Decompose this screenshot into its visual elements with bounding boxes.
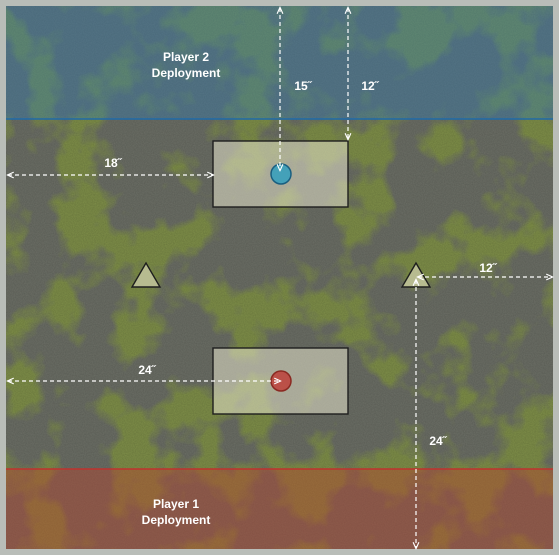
player2-zone-label-line2: Deployment (152, 66, 221, 80)
player1-deployment-zone: Player 1 Deployment (6, 468, 553, 549)
measure-label-top-center: 15˝ (294, 79, 312, 93)
measure-label-left-lower: 24˝ (138, 363, 156, 377)
player1-zone-label-line2: Deployment (142, 513, 211, 527)
measure-label-right-edge: 12˝ (479, 261, 497, 275)
measure-label-left-upper: 18˝ (104, 156, 122, 170)
player1-zone-label-line1: Player 1 (153, 497, 199, 511)
measure-label-top-right: 12˝ (361, 79, 379, 93)
player2-zone-label-line1: Player 2 (163, 50, 209, 64)
measure-label-bottom-right: 24˝ (429, 434, 447, 448)
triangle-terrain-icon-left[interactable] (130, 261, 162, 288)
blue-objective-marker[interactable] (270, 163, 292, 185)
